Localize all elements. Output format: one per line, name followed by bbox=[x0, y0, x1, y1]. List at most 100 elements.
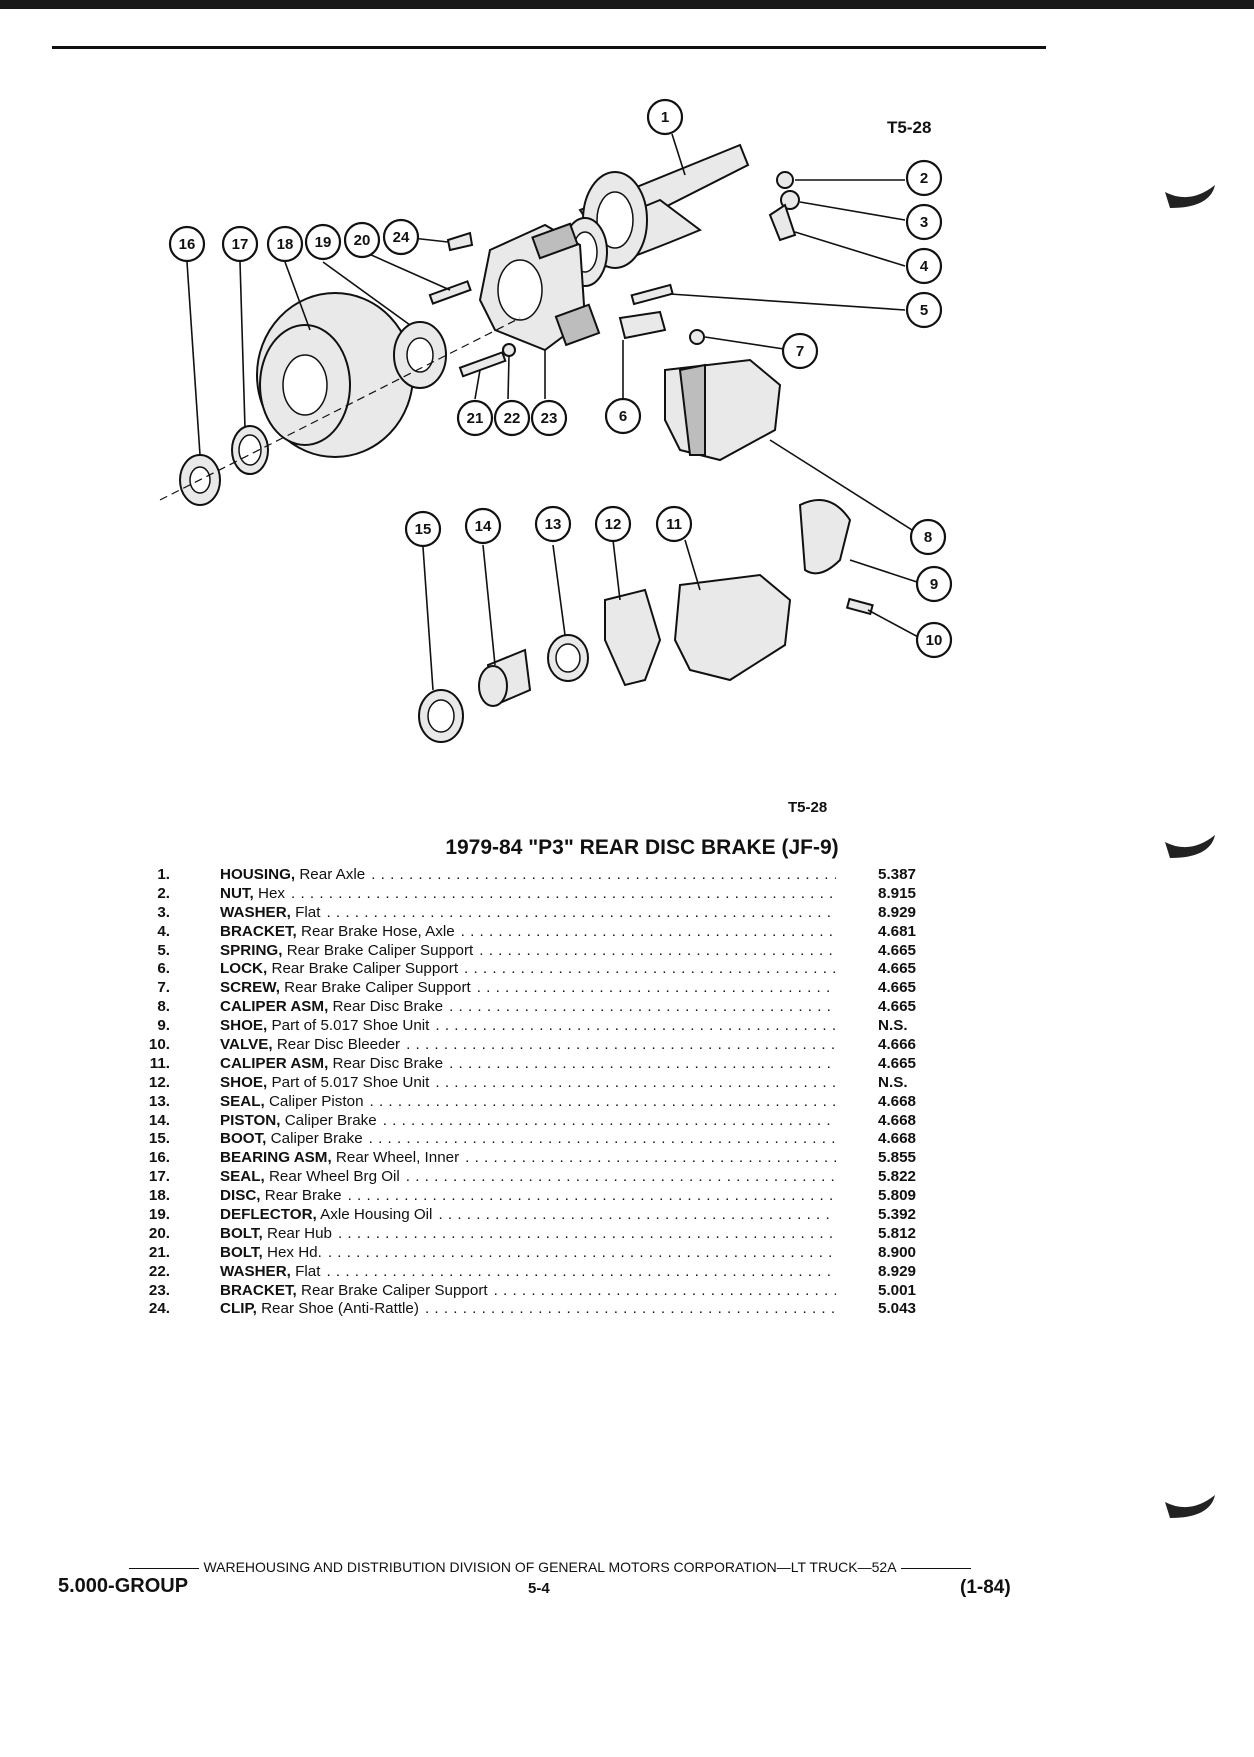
table-row: 9.SHOE, Part of 5.017 Shoe UnitN.S. bbox=[138, 1017, 938, 1036]
callout-18: 18 bbox=[266, 225, 304, 263]
part-description: NUT, Hex bbox=[220, 884, 836, 904]
svg-text:23: 23 bbox=[541, 410, 558, 427]
table-row: 4.BRACKET, Rear Brake Hose, Axle4.681 bbox=[138, 922, 938, 942]
table-row: 5. SPRING, Rear Brake Caliper Support 4.66… bbox=[138, 941, 938, 961]
part-code: 5.043 bbox=[878, 1300, 917, 1318]
page-title: 1979-84 "P3" REAR DISC BRAKE (JF-9) bbox=[445, 836, 839, 859]
part-number: 21. bbox=[148, 1243, 170, 1261]
part-description: WASHER, Flat bbox=[220, 1262, 836, 1282]
part-name: DEFLECTOR, bbox=[220, 1206, 317, 1224]
screw-drawing bbox=[689, 329, 705, 345]
svg-text:16: 16 bbox=[179, 236, 196, 253]
part-name: BOLT, bbox=[220, 1224, 263, 1242]
part-name: CLIP, bbox=[220, 1300, 257, 1318]
callout-9: 9 bbox=[915, 565, 953, 603]
part-description: SCREW, Rear Brake Caliper Support bbox=[220, 979, 836, 998]
part-number: 6. bbox=[157, 960, 170, 978]
svg-text:14: 14 bbox=[475, 518, 492, 535]
part-name: PISTON, bbox=[220, 1111, 281, 1129]
table-row: 10.VALVE, Rear Disc Bleeder4.666 bbox=[138, 1036, 938, 1055]
lock-drawing bbox=[618, 310, 667, 340]
table-row: 3.WASHER, Flat8.929 bbox=[138, 903, 938, 923]
callout-22: 22 bbox=[493, 399, 531, 437]
part-number: 12. bbox=[148, 1073, 170, 1091]
footer-page-number: 5-4 bbox=[528, 1580, 550, 1597]
shoe-9-drawing bbox=[798, 499, 852, 575]
svg-text:9: 9 bbox=[930, 576, 938, 593]
part-code: 4.665 bbox=[878, 979, 917, 997]
part-detail: Rear Wheel, Inner bbox=[335, 1149, 460, 1167]
part-description: SPRING, Rear Brake Caliper Support bbox=[220, 941, 836, 961]
table-row: 18.DISC, Rear Brake5.809 bbox=[138, 1187, 938, 1206]
table-row: 12.SHOE, Part of 5.017 Shoe UnitN.S. bbox=[138, 1073, 938, 1093]
footer-date: (1-84) bbox=[960, 1577, 1011, 1598]
part-number: 17. bbox=[148, 1168, 170, 1186]
svg-text:3: 3 bbox=[920, 214, 928, 231]
part-code: 4.668 bbox=[878, 1130, 917, 1148]
part-detail: Caliper Piston bbox=[268, 1092, 364, 1110]
svg-text:6: 6 bbox=[619, 408, 627, 425]
caliper-asm-11-drawing bbox=[673, 573, 792, 682]
hex-nut-drawing bbox=[776, 171, 794, 189]
part-detail: Rear Brake Caliper Support bbox=[301, 1281, 488, 1299]
table-row: 20.BOLT, Rear Hub5.812 bbox=[138, 1224, 938, 1244]
part-code: 4.665 bbox=[878, 941, 917, 959]
table-row: 21.BOLT, Hex Hd.8.900 bbox=[138, 1243, 938, 1263]
part-code: 5.855 bbox=[878, 1149, 917, 1167]
part-description: DISC, Rear Brake bbox=[220, 1187, 836, 1206]
part-name: SEAL, bbox=[220, 1092, 265, 1110]
callout-2: 2 bbox=[905, 159, 943, 197]
part-number: 14. bbox=[148, 1111, 170, 1129]
part-code: 4.668 bbox=[878, 1111, 917, 1129]
callout-10: 10 bbox=[915, 621, 953, 659]
part-number: 16. bbox=[148, 1149, 170, 1167]
part-detail: Rear Brake Caliper Support bbox=[271, 960, 459, 978]
part-detail: Rear Brake Caliper Support bbox=[286, 941, 474, 959]
part-description: SEAL, Caliper Piston bbox=[220, 1092, 836, 1112]
svg-text:11: 11 bbox=[666, 516, 682, 533]
part-code: 5.822 bbox=[878, 1168, 917, 1186]
svg-text:10: 10 bbox=[926, 632, 943, 649]
part-code: 5.387 bbox=[878, 866, 917, 883]
part-name: BOOT, bbox=[220, 1130, 267, 1148]
part-description: WASHER, Flat bbox=[220, 903, 836, 923]
svg-text:21: 21 bbox=[467, 410, 484, 427]
part-detail: Rear Disc Brake bbox=[332, 1054, 444, 1072]
part-number: 5. bbox=[157, 941, 170, 959]
hub-bolt-drawing bbox=[428, 280, 472, 305]
flat-washer-drawing bbox=[502, 343, 516, 357]
part-number: 1. bbox=[157, 866, 170, 883]
binder-tab-mark bbox=[1165, 1495, 1215, 1518]
binder-tab-mark bbox=[1165, 835, 1215, 858]
bleeder-valve-drawing bbox=[845, 597, 874, 616]
table-row: 15.BOOT, Caliper Brake4.668 bbox=[138, 1130, 938, 1149]
part-number: 24. bbox=[148, 1300, 170, 1318]
part-number: 20. bbox=[148, 1224, 170, 1242]
part-name: SHOE, bbox=[220, 1017, 268, 1035]
part-number: 8. bbox=[157, 998, 170, 1016]
part-description: SHOE, Part of 5.017 Shoe Unit bbox=[220, 1073, 836, 1093]
callout-21: 21 bbox=[456, 399, 494, 437]
part-detail: Rear Hub bbox=[266, 1224, 332, 1242]
exploded-brake-diagram: 1 2 3 4 5 6 7 8 9 10 11 12 13 14 15 16 1… bbox=[159, 98, 953, 743]
part-number: 10. bbox=[148, 1036, 170, 1054]
callout-12: 12 bbox=[594, 505, 632, 543]
part-code: 4.668 bbox=[878, 1092, 917, 1110]
part-number: 4. bbox=[157, 922, 170, 940]
table-row: 8.CALIPER ASM, Rear Disc Brake4.665 bbox=[138, 998, 938, 1017]
part-name: NUT, bbox=[220, 884, 254, 902]
callout-15: 15 bbox=[404, 510, 442, 548]
callout-13: 13 bbox=[534, 505, 572, 543]
callout-19: 19 bbox=[304, 223, 342, 261]
part-code: 4.681 bbox=[878, 922, 917, 940]
callout-20: 20 bbox=[343, 221, 381, 259]
svg-text:7: 7 bbox=[796, 343, 804, 360]
clip-drawing bbox=[446, 231, 474, 252]
part-detail: Rear Axle bbox=[299, 866, 366, 883]
part-code: 4.666 bbox=[878, 1036, 917, 1054]
svg-text:2: 2 bbox=[920, 170, 928, 187]
part-name: DISC, bbox=[220, 1187, 261, 1205]
part-description: DEFLECTOR, Axle Housing Oil bbox=[220, 1206, 836, 1225]
part-number: 22. bbox=[148, 1262, 170, 1280]
part-detail: Flat bbox=[295, 903, 321, 921]
